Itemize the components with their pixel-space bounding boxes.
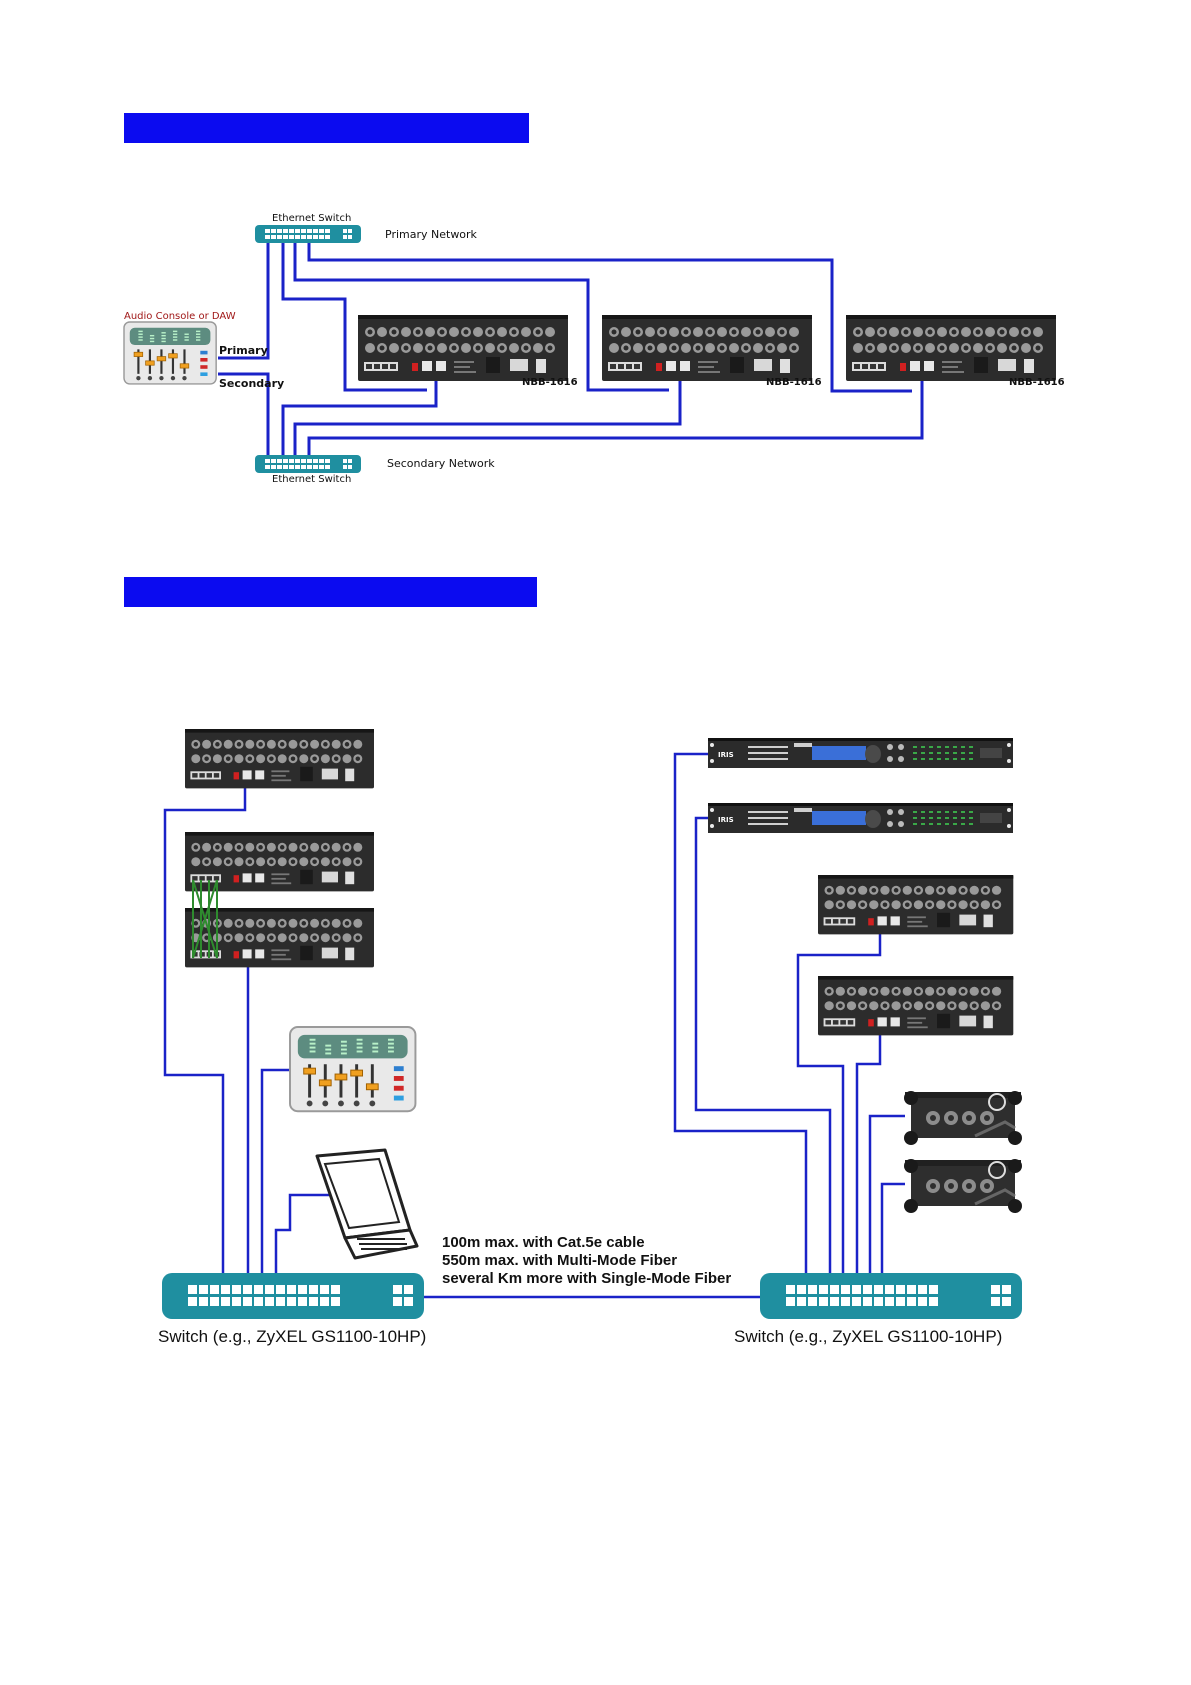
primary-port-label: Primary <box>219 344 268 357</box>
console-label: Audio Console or DAW <box>124 311 236 322</box>
right-rack-device-2 <box>818 976 1014 1036</box>
top-diagram-cables <box>218 238 924 455</box>
secondary-switch-label: Ethernet Switch <box>272 474 352 485</box>
left-rack-device-1 <box>185 729 374 789</box>
right-rack-device-1 <box>818 875 1014 935</box>
left-switch-label: Switch (e.g., ZyXEL GS1100-10HP) <box>158 1327 427 1346</box>
left-switch <box>162 1273 424 1319</box>
secondary-ethernet-switch <box>255 455 361 473</box>
right-processor-1 <box>708 738 1013 768</box>
section-heading-bar-1 <box>124 113 529 143</box>
right-processor-2 <box>708 803 1013 833</box>
device-label-1: NBB-1616 <box>522 377 578 388</box>
cascade-cables <box>192 879 218 959</box>
audio-console-icon <box>122 320 218 385</box>
secondary-network-label: Secondary Network <box>387 457 495 470</box>
right-switch <box>760 1273 1022 1319</box>
device-label-2: NBB-1616 <box>766 377 822 388</box>
nbb-1616-device-3 <box>846 315 1056 381</box>
primary-switch-label: Ethernet Switch <box>272 213 352 224</box>
right-switch-label: Switch (e.g., ZyXEL GS1100-10HP) <box>734 1327 1003 1346</box>
secondary-port-label: Secondary <box>219 377 285 390</box>
bottom-diagram-cables <box>163 752 905 1299</box>
right-stage-box-1 <box>902 1089 1024 1147</box>
nbb-1616-device-1 <box>358 315 568 381</box>
left-rack-device-3 <box>185 908 374 968</box>
left-rack-device-2 <box>185 832 374 892</box>
section-heading-bar-2 <box>124 577 537 607</box>
link-note-line-1: 100m max. with Cat.5e cable <box>442 1234 645 1251</box>
device-label-3: NBB-1616 <box>1009 377 1065 388</box>
nbb-1616-device-2 <box>602 315 812 381</box>
primary-ethernet-switch <box>255 225 361 243</box>
link-note-line-2: 550m max. with Multi-Mode Fiber <box>442 1252 678 1269</box>
mixing-console-icon <box>288 1025 417 1113</box>
laptop-icon <box>315 1148 419 1260</box>
right-stage-box-2 <box>902 1157 1024 1215</box>
primary-network-label: Primary Network <box>385 228 477 241</box>
link-note-line-3: several Km more with Single-Mode Fiber <box>442 1270 732 1287</box>
